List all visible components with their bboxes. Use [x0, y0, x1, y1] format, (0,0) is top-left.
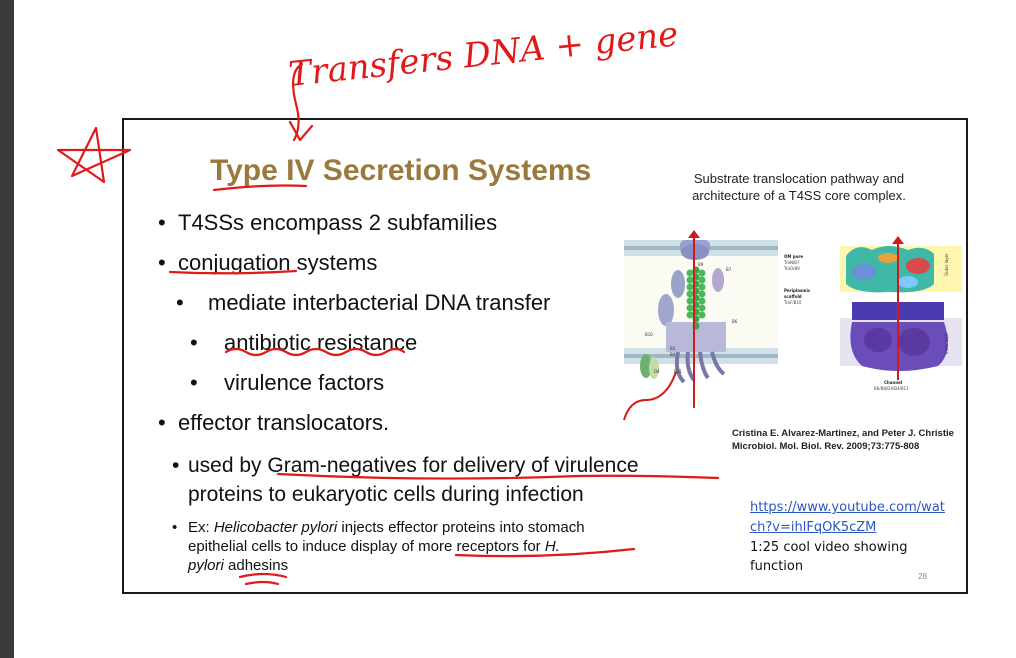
bullet-gram-negatives: •used by Gram-negatives for delivery of …	[172, 454, 639, 506]
label-d4: D4	[654, 369, 660, 374]
bullet-conjugation: •conjugation systems	[158, 250, 378, 275]
label-om-pore-sub2: TraO/B9	[783, 266, 800, 271]
label-channel-sub: B6/B8/D4/B4/B11	[874, 386, 909, 391]
figure-caption: Substrate translocation pathway and arch…	[692, 171, 906, 203]
label-scaffold: scaffold	[784, 294, 802, 299]
bullet-effector: •effector translocators.	[158, 410, 390, 435]
left-window-edge	[0, 0, 14, 658]
bullet-example: •Ex: Helicobacter pylori injects effecto…	[172, 519, 585, 574]
label-b3: B3	[670, 346, 676, 351]
t4ss-figure: B9 B7 B10 B6 B3 B4 D4 B11 Outer layer In…	[623, 230, 962, 421]
label-b6: B6	[732, 319, 738, 324]
citation: Cristina E. Alvarez-Martinez, and Peter …	[732, 428, 954, 452]
label-inner-layer: Inner layer	[944, 332, 949, 354]
youtube-link[interactable]: https://www.youtube.com/watch?v=ihlFqOK5…	[750, 500, 945, 535]
label-periplasmic: Periplasmic	[784, 288, 811, 293]
bullet-subfamilies: •T4SSs encompass 2 subfamilies	[158, 210, 498, 235]
label-scaffold-sub: TraF/B10	[783, 300, 802, 305]
slide: Type IV Secretion Systems •T4SSs encompa…	[122, 118, 968, 594]
label-b9: B9	[698, 262, 704, 267]
star-annotation	[56, 126, 132, 184]
bullet-antibiotic: •antibiotic resistance	[190, 330, 418, 355]
label-om-pore: OM pore	[784, 254, 803, 259]
label-b4: B4	[670, 352, 676, 357]
handwritten-note: Transfers DNA + gene	[287, 14, 680, 95]
label-b10: B10	[645, 332, 653, 337]
label-om-pore-sub: TraN/B7	[783, 260, 800, 265]
video-note: 1:25 cool video showing function	[750, 540, 908, 574]
bullet-dna-transfer: •mediate interbacterial DNA transfer	[176, 290, 551, 315]
bullet-virulence: •virulence factors	[190, 370, 385, 395]
label-outer-layer: Outer layer	[944, 253, 949, 276]
slide-title: Type IV Secretion Systems	[210, 154, 592, 187]
channel-stack	[623, 230, 726, 421]
cryo-em-map: Outer layer Inner layer	[840, 236, 962, 380]
label-b11: B11	[674, 369, 682, 374]
page-number: 28	[918, 572, 927, 581]
label-channel: Channel	[884, 380, 903, 385]
label-b7: B7	[726, 267, 732, 272]
